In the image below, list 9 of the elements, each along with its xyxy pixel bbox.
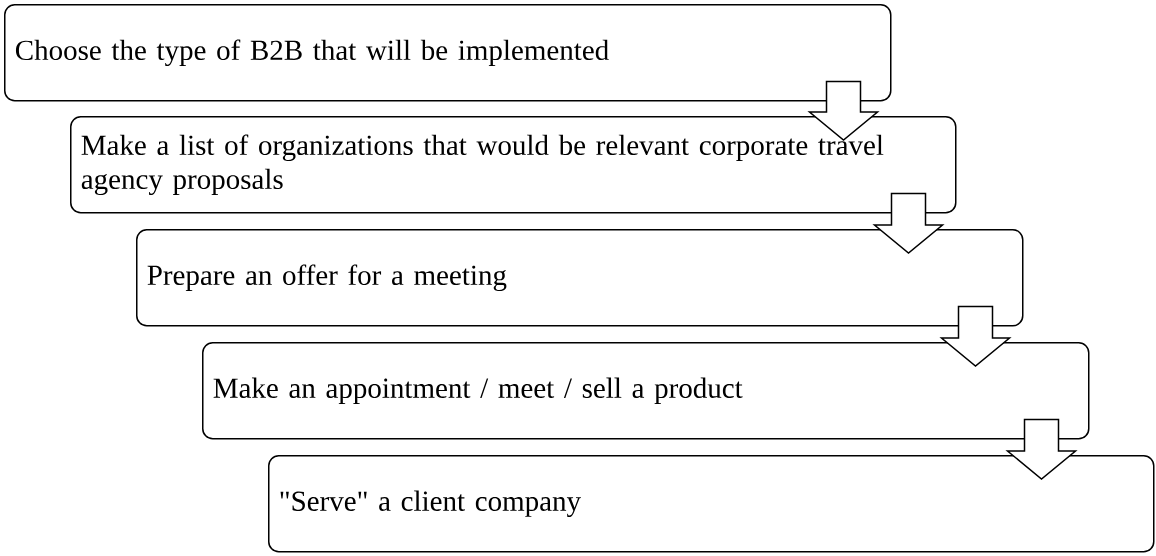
process-box: "Serve" a client company [268,455,1155,553]
block-arrow [872,192,945,254]
process-box: Make a list of organizations that would be relevant corporate travel agency proposals [70,116,957,214]
block-arrow [807,80,880,141]
process-box: Prepare an offer for a meeting [136,229,1024,327]
process-box: Choose the type of B2B that will be implemented [4,4,892,102]
process-box: Make an appointment / meet / sell a product [202,342,1090,440]
block-arrow [939,305,1012,367]
block-arrow [1005,418,1078,480]
